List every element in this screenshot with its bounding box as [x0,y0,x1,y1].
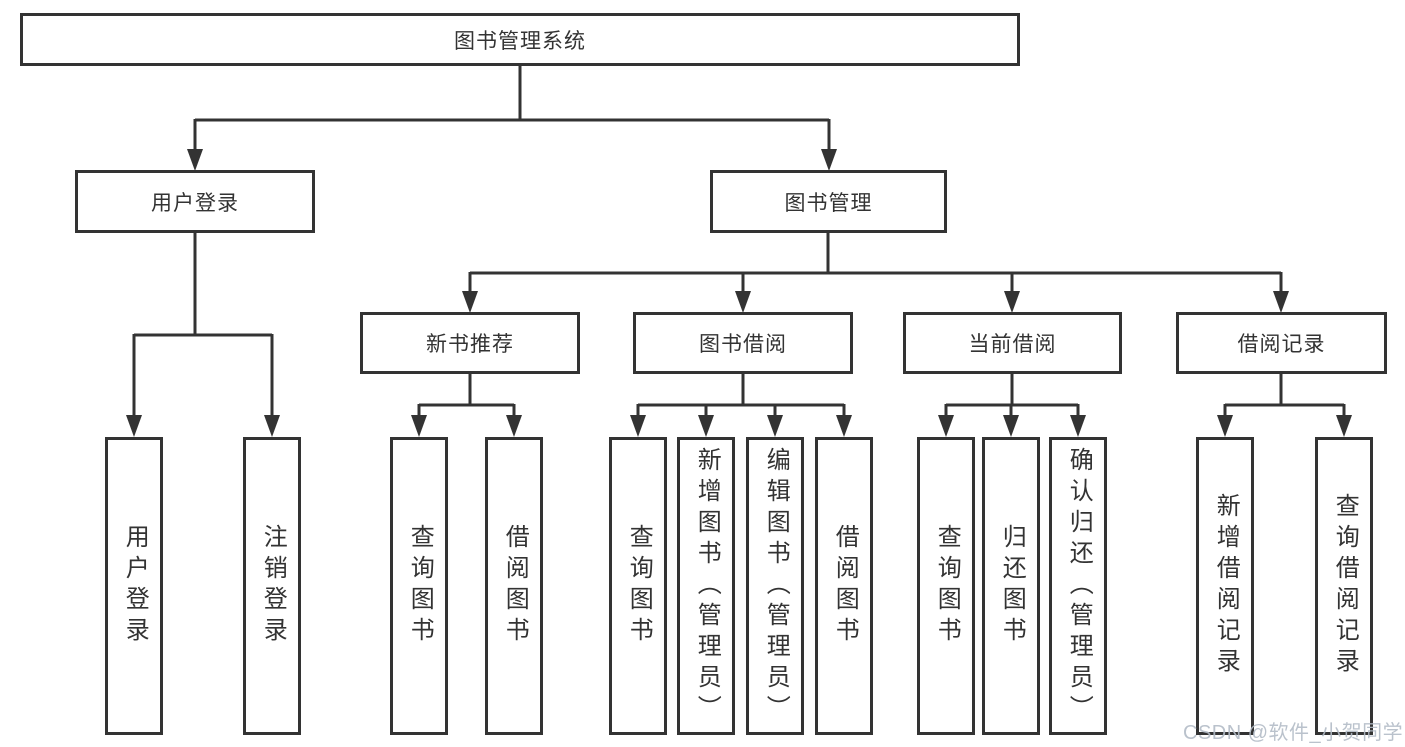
node-label: 归还图书 [998,524,1026,648]
leaf-user-login: 用户登录 [105,437,163,735]
node-label: 借阅图书 [831,524,859,648]
arrowhead-down-icon [938,415,954,437]
node-label: 图书借阅 [699,333,787,356]
arrowhead-down-icon [462,291,478,313]
arrowhead-down-icon [264,415,280,437]
node-label: 图书管理 [784,191,873,215]
leaf-return-books: 归还图书 [982,437,1040,735]
arrowhead-down-icon [187,149,203,171]
arrowhead-down-icon [767,415,783,437]
node-label: 当前借阅 [968,333,1057,356]
node-label: 确认归还（管理员） [1065,446,1093,726]
arrowheads [126,149,1352,437]
node-label: 注销登录 [259,524,287,648]
node-label: 借阅记录 [1237,333,1326,356]
node-label: 新书推荐 [426,333,514,356]
leaf-add-books-admin: 新增图书（管理员） [677,437,735,735]
leaf-add-borrow-record: 新增借阅记录 [1196,437,1254,735]
arrowhead-down-icon [698,415,714,437]
arrowhead-down-icon [1336,415,1352,437]
leaf-borrow-books: 借阅图书 [815,437,873,735]
arrowhead-down-icon [506,415,522,437]
node-label: 查询图书 [406,524,434,648]
leaf-query-books: 查询图书 [609,437,667,735]
arrowhead-down-icon [630,415,646,437]
leaf-confirm-return-admin: 确认归还（管理员） [1049,437,1107,735]
node-label: 新增借阅记录 [1212,493,1240,679]
arrowhead-down-icon [836,415,852,437]
node-label: 查询图书 [625,524,653,648]
arrowhead-down-icon [1070,415,1086,437]
arrowhead-down-icon [1273,291,1289,313]
leaf-query-books: 查询图书 [390,437,448,735]
leaf-borrow-books: 借阅图书 [485,437,543,735]
node-system-root: 图书管理系统 [20,13,1020,66]
arrowhead-down-icon [735,291,751,313]
node-book-borrowing: 图书借阅 [633,312,853,374]
node-label: 借阅图书 [501,524,529,648]
node-label: 查询借阅记录 [1331,493,1359,679]
node-borrow-records: 借阅记录 [1176,312,1387,374]
leaf-logout: 注销登录 [243,437,301,735]
node-label: 新增图书（管理员） [693,446,721,726]
arrowhead-down-icon [126,415,142,437]
leaf-edit-books-admin: 编辑图书（管理员） [746,437,804,735]
arrowhead-down-icon [1003,415,1019,437]
node-label: 查询图书 [933,524,961,648]
arrowhead-down-icon [1217,415,1233,437]
csdn-watermark: CSDN @软件_小贺同学 [1183,722,1404,744]
node-label: 编辑图书（管理员） [762,446,790,726]
node-label: 用户登录 [151,191,239,215]
node-book-management: 图书管理 [710,170,947,233]
arrowhead-down-icon [411,415,427,437]
arrowhead-down-icon [821,149,837,171]
node-current-borrowing: 当前借阅 [903,312,1122,374]
leaf-query-borrow-record: 查询借阅记录 [1315,437,1373,735]
node-label: 用户登录 [121,524,149,648]
node-label: 图书管理系统 [454,29,586,53]
node-user-login: 用户登录 [75,170,315,233]
arrowhead-down-icon [1004,291,1020,313]
leaf-query-books: 查询图书 [917,437,975,735]
node-new-book-recommend: 新书推荐 [360,312,580,374]
